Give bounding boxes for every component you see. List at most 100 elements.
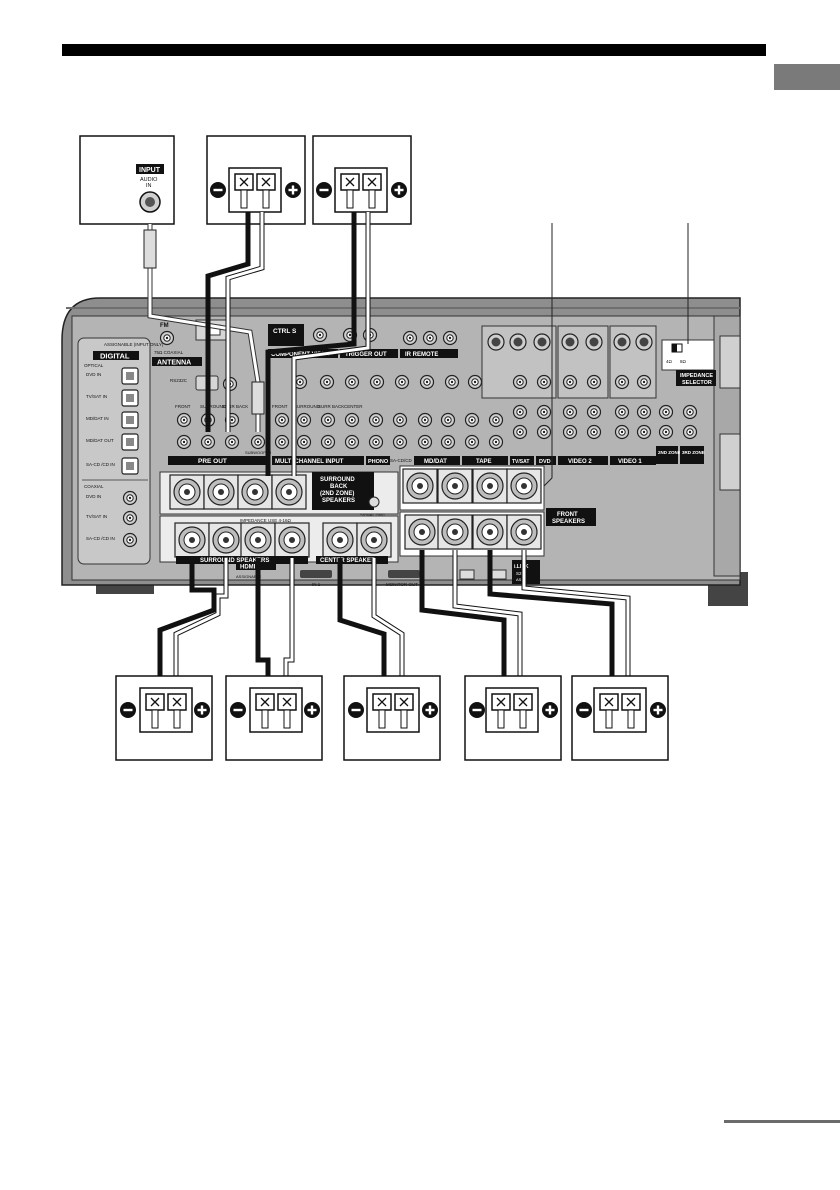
tvsat-audio-jack — [512, 404, 528, 420]
multi-surrback-label: SURR BACK — [318, 404, 344, 409]
front-a-terminal — [472, 514, 508, 550]
surrback-terminal — [237, 474, 273, 510]
impedance-header-1: IMPEDANCE — [680, 373, 713, 379]
ir-2-jack — [422, 330, 438, 346]
front-b-terminal — [402, 468, 438, 504]
comp-jack — [467, 374, 483, 390]
speaker-box-bottom-3 — [343, 675, 441, 761]
speaker-terminal — [366, 687, 420, 733]
hdmi-out-port — [388, 570, 420, 578]
speaker-box-top-1 — [206, 135, 306, 225]
dvd-audio-jack — [536, 404, 552, 420]
surround-terminal — [274, 522, 310, 558]
multi-surround-label: SURROUND — [294, 404, 321, 409]
rs232c-label: RS232C — [170, 378, 188, 383]
ilink-as: AS — [516, 577, 522, 582]
coax-sacd-jack — [122, 532, 138, 548]
minus-icon — [210, 182, 226, 198]
surround-terminal — [208, 522, 244, 558]
minus-icon — [469, 702, 485, 718]
zone3-jack — [682, 404, 698, 420]
multi-jack — [296, 412, 312, 428]
surround-speakers-header: SURROUND SPEAKERS — [200, 558, 269, 564]
comp-jack — [344, 374, 360, 390]
speaker-terminal — [593, 687, 647, 733]
multi-jack — [344, 412, 360, 428]
hdmi-out-label: MONITOR OUT — [386, 582, 418, 587]
multi-channel-header: MULTI CHANNEL INPUT — [275, 459, 344, 465]
impedance-selector: 4Ω 8Ω IMPEDANCE SELECTOR — [661, 339, 716, 386]
video-jack — [536, 374, 552, 390]
optical-dvd-jack — [121, 367, 139, 385]
speaker-connection-diagram: ASSIGNABLE (INPUT ONLY) DIGITAL OPTICAL … — [61, 135, 748, 761]
optical-mddat-in-jack — [121, 411, 139, 429]
comp-jack — [444, 374, 460, 390]
multi-jack — [344, 434, 360, 450]
minus-icon — [316, 182, 332, 198]
ilink-header: i.LINK — [514, 564, 529, 570]
video2-jack — [586, 404, 602, 420]
speaker-terminal — [228, 167, 282, 213]
ir-1-jack — [402, 330, 418, 346]
surround-terminal — [174, 522, 210, 558]
front-b-terminal — [472, 468, 508, 504]
mddat-header: MD/DAT — [424, 459, 447, 465]
svideo-jack — [561, 333, 579, 351]
plus-icon — [285, 182, 301, 198]
zone3-jack — [682, 424, 698, 440]
video2-jack — [586, 374, 602, 390]
optical-sacd-label: SA-CD /CD IN — [86, 462, 115, 467]
svideo-jack — [509, 333, 527, 351]
impedance-use-label: IMPEDANCE USE 4-16Ω — [240, 518, 292, 523]
header-rule — [62, 44, 766, 56]
assignable-label: ASSIGNABLE (INPUT ONLY) — [104, 342, 164, 347]
video1-jack — [614, 404, 630, 420]
preout-jack — [176, 434, 192, 450]
optical-tvsat-jack — [121, 389, 139, 407]
preout-jack — [200, 434, 216, 450]
multi-jack — [320, 412, 336, 428]
video2-header: VIDEO 2 — [568, 459, 592, 465]
plus-icon — [650, 702, 666, 718]
antenna-header: ANTENNA — [157, 360, 191, 367]
video-jack — [512, 374, 528, 390]
mddat-jack — [440, 412, 456, 428]
speaker-terminal — [139, 687, 193, 733]
speaker-box-bottom-1 — [115, 675, 213, 761]
zone2-header: 2ND ZONE — [658, 450, 681, 455]
center-terminal — [356, 522, 392, 558]
phono-jack — [368, 434, 384, 450]
surround-terminal — [240, 522, 276, 558]
speaker-box-bottom-5 — [571, 675, 669, 761]
coax-dvd-jack — [122, 490, 138, 506]
optical-tvsat-label: TV/SAT IN — [86, 394, 107, 399]
comp-jack — [419, 374, 435, 390]
tape-jack — [464, 412, 480, 428]
coax-sacd-label: SA-CD /CD IN — [86, 536, 115, 541]
speaker-terminals: SURROUND BACK (2ND ZONE) SPEAKERS SIGNAL… — [159, 465, 596, 564]
comp-jack — [319, 374, 335, 390]
video1-jack — [614, 424, 630, 440]
zone2-jack — [658, 424, 674, 440]
tvsat-header: TV/SAT — [512, 459, 529, 465]
mddat-jack — [440, 434, 456, 450]
preout-surround-label: SURROUND — [200, 404, 227, 409]
multi-front-label: FRONT — [272, 404, 288, 409]
coax-dvd-label: DVD IN — [86, 494, 101, 499]
component-jacks — [292, 374, 503, 390]
surrback-header-4: SPEAKERS — [322, 498, 355, 504]
hdmi-header: HDMI — [240, 565, 256, 571]
subwoofer-input-label: INPUT — [139, 167, 161, 174]
minus-icon — [120, 702, 136, 718]
video2-jack — [562, 404, 578, 420]
plus-icon — [422, 702, 438, 718]
front-b-terminal — [506, 468, 542, 504]
ctrl-s-header: CTRL S — [273, 328, 297, 335]
optical-mddat-in-label: MD/DAT IN — [86, 416, 109, 421]
plus-icon — [194, 702, 210, 718]
video1-jack — [614, 374, 630, 390]
tape-jack — [488, 434, 504, 450]
sacd-jack — [392, 434, 408, 450]
digital-header-bg — [93, 351, 139, 360]
surrback-header-2: BACK — [330, 484, 348, 490]
